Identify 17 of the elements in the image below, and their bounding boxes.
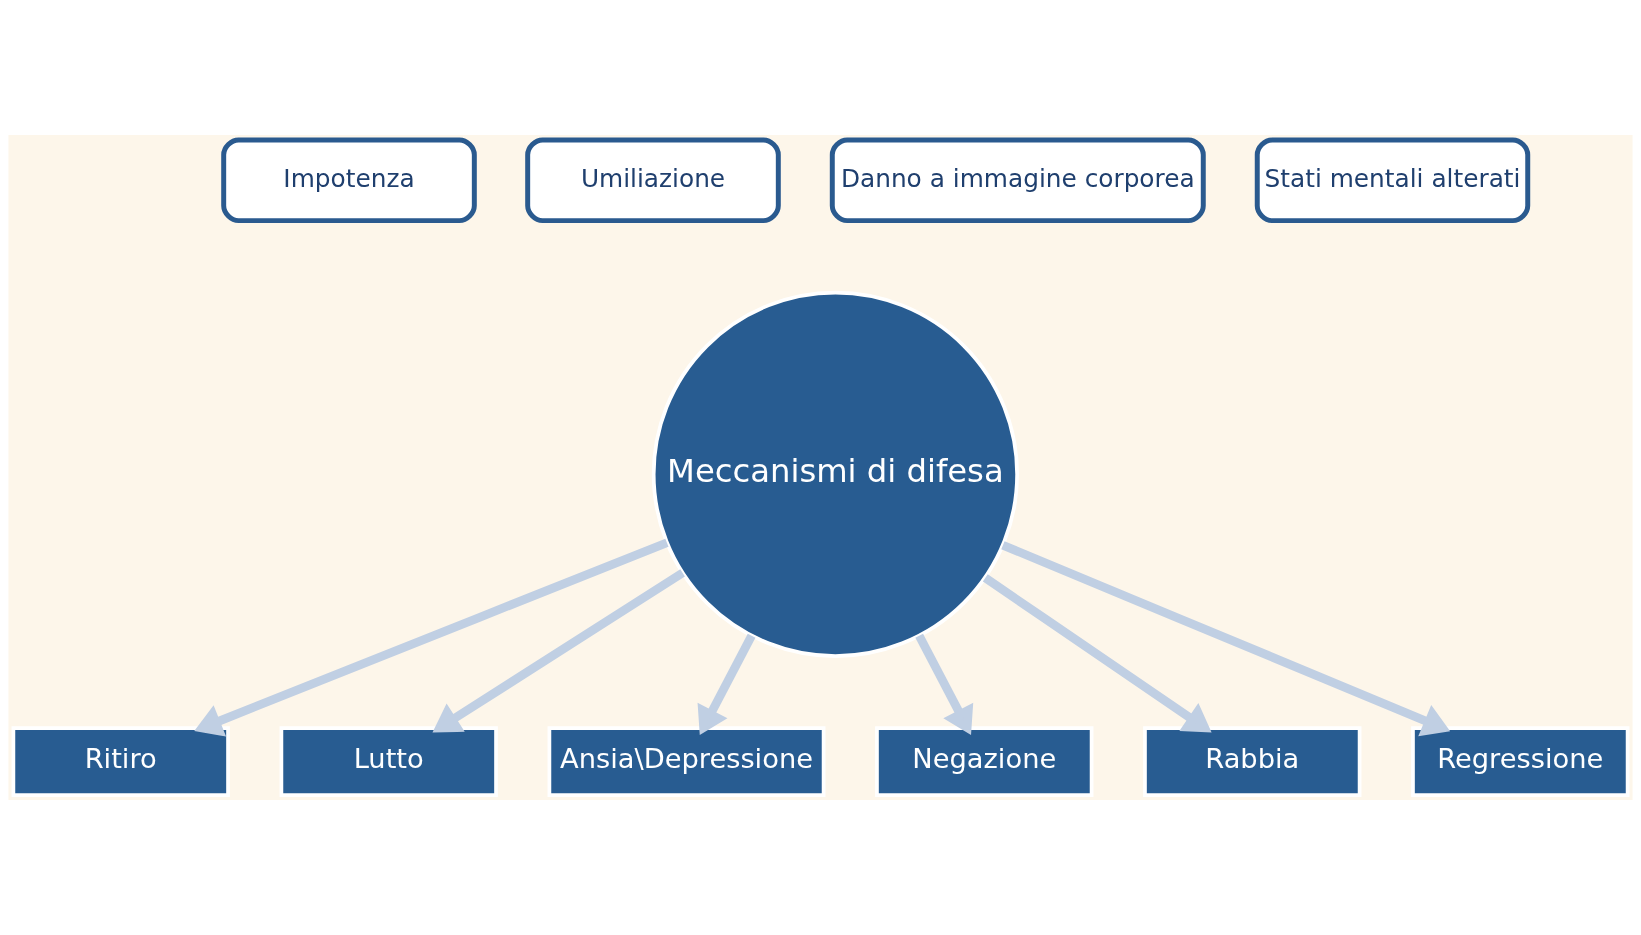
arrow xyxy=(194,538,669,737)
node-circle: Meccanismi di difesa xyxy=(651,290,1019,658)
node-box: Regressione xyxy=(1411,726,1630,797)
arrow xyxy=(915,633,974,735)
node-box: Rabbia xyxy=(1143,726,1362,797)
node-box: Stati mentali alterati xyxy=(1254,137,1531,224)
node-box: Umiliazione xyxy=(525,137,781,224)
node-box: Danno a immagine corporea xyxy=(829,137,1206,224)
arrow xyxy=(982,574,1212,733)
node-box: Negazione xyxy=(875,726,1094,797)
arrow xyxy=(697,633,756,735)
arrow xyxy=(1001,541,1451,737)
node-box: Lutto xyxy=(279,726,498,797)
node-box: Ritiro xyxy=(11,726,230,797)
node-box: Ansia\Depressione xyxy=(547,726,826,797)
arrow xyxy=(432,569,685,733)
node-box: Impotenza xyxy=(221,137,477,224)
